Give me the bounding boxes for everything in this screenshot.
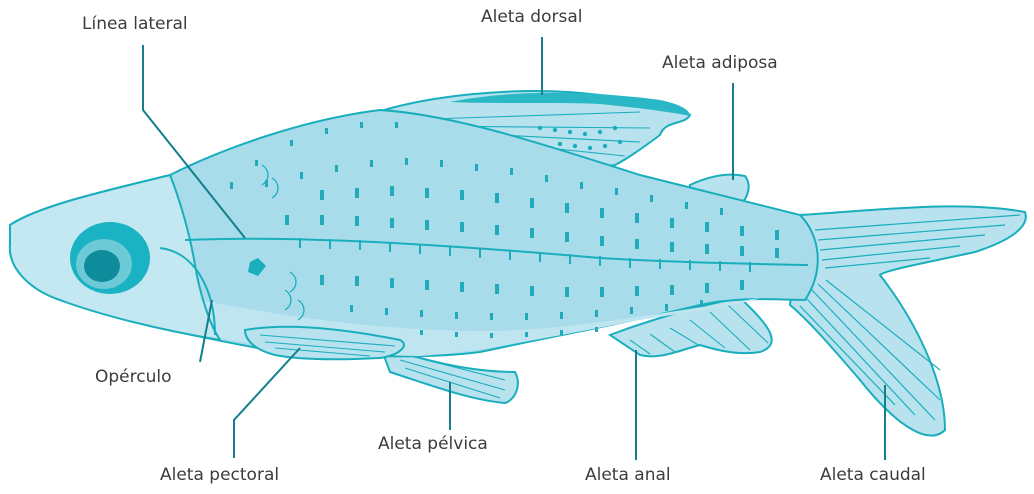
- label-aleta-caudal: Aleta caudal: [820, 465, 926, 485]
- leader-aleta-pectoral: [234, 348, 300, 458]
- label-aleta-dorsal: Aleta dorsal: [481, 7, 582, 27]
- label-linea-lateral: Línea lateral: [82, 14, 188, 34]
- eye: [70, 222, 150, 294]
- label-operculo: Opérculo: [95, 367, 172, 387]
- label-aleta-pelvica: Aleta pélvica: [378, 434, 488, 454]
- caudal-fin: [790, 206, 1026, 435]
- label-aleta-pectoral: Aleta pectoral: [160, 465, 279, 485]
- label-aleta-anal: Aleta anal: [585, 465, 671, 485]
- label-aleta-adiposa: Aleta adiposa: [662, 53, 778, 73]
